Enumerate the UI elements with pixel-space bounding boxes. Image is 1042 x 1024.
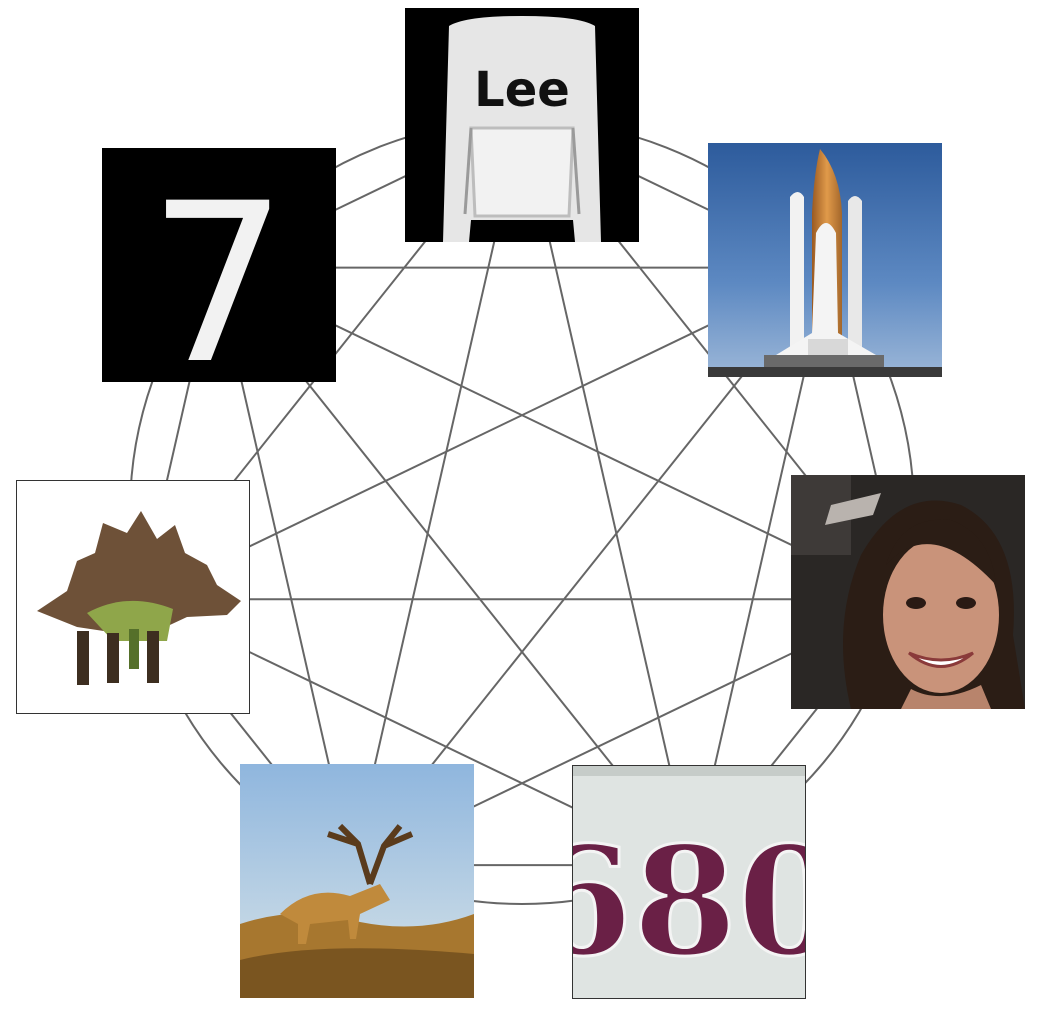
node-deer bbox=[240, 764, 474, 998]
node-face bbox=[791, 475, 1025, 709]
stegosaurus-image bbox=[17, 481, 249, 713]
node-stegosaurus bbox=[16, 480, 250, 714]
node-shuttle bbox=[708, 143, 942, 377]
node-house-number: 680 bbox=[572, 765, 806, 999]
digit-label: 7 bbox=[148, 156, 288, 382]
edge-tshirt-deer bbox=[350, 119, 523, 866]
house-number-image: 680 bbox=[573, 766, 806, 998]
node-tshirt: Lee bbox=[405, 8, 639, 242]
tshirt-image: Lee bbox=[405, 8, 639, 242]
tshirt-label: Lee bbox=[474, 62, 570, 118]
node-digit: 7 bbox=[102, 148, 336, 382]
deer-image bbox=[240, 764, 474, 998]
digit-image: 7 bbox=[102, 148, 336, 382]
shuttle-image bbox=[708, 143, 942, 377]
edge-tshirt-house_number bbox=[521, 119, 694, 866]
face-image bbox=[791, 475, 1025, 709]
house-number-label: 680 bbox=[573, 814, 806, 990]
